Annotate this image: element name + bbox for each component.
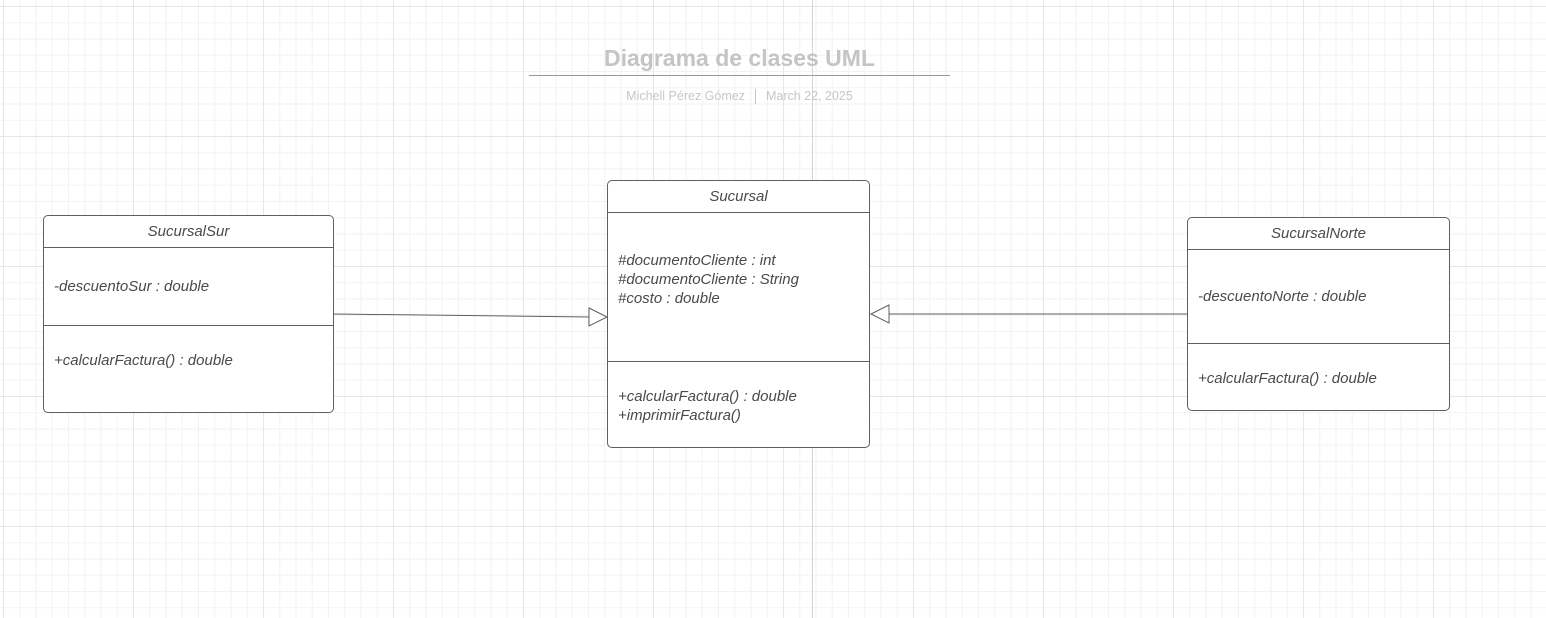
method-row[interactable]: +calcularFactura() : double	[618, 388, 797, 405]
class-attributes[interactable]: #documentoCliente : int #documentoClient…	[608, 213, 869, 362]
inheritance-arrowhead	[869, 304, 890, 324]
method-row[interactable]: +imprimirFactura()	[618, 407, 741, 424]
title-block: Diagrama de clases UML Michell Pérez Góm…	[529, 44, 950, 104]
class-name[interactable]: SucursalSur	[44, 216, 333, 248]
attribute-row[interactable]: #costo : double	[618, 290, 720, 307]
title-underline	[529, 75, 950, 76]
generalization-norte-to-sucursal[interactable]	[869, 304, 1187, 324]
inheritance-arrowhead	[588, 307, 609, 327]
class-sucursal[interactable]: Sucursal #documentoCliente : int #docume…	[607, 180, 870, 448]
generalization-sur-to-sucursal[interactable]	[333, 307, 609, 327]
class-attributes[interactable]: -descuentoNorte : double	[1188, 250, 1449, 344]
method-row[interactable]: +calcularFactura() : double	[54, 352, 233, 369]
attribute-row[interactable]: -descuentoNorte : double	[1198, 288, 1367, 305]
attribute-row[interactable]: #documentoCliente : int	[618, 252, 776, 269]
class-methods[interactable]: +calcularFactura() : double +imprimirFac…	[608, 362, 869, 425]
attribute-row[interactable]: #documentoCliente : String	[618, 271, 799, 288]
meta-separator	[754, 88, 756, 104]
class-methods[interactable]: +calcularFactura() : double	[44, 326, 333, 370]
diagram-date[interactable]: March 22, 2025	[765, 89, 853, 103]
author-name[interactable]: Michell Pérez Gómez	[626, 89, 745, 103]
diagram-meta: Michell Pérez Gómez March 22, 2025	[529, 88, 950, 104]
method-row[interactable]: +calcularFactura() : double	[1198, 370, 1377, 387]
class-name[interactable]: Sucursal	[608, 181, 869, 213]
attribute-row[interactable]: -descuentoSur : double	[54, 278, 210, 295]
class-name[interactable]: SucursalNorte	[1188, 218, 1449, 250]
edge-sur-line[interactable]	[333, 313, 590, 318]
class-methods[interactable]: +calcularFactura() : double	[1188, 344, 1449, 388]
class-sucursal-norte[interactable]: SucursalNorte -descuentoNorte : double +…	[1187, 217, 1450, 411]
diagram-title[interactable]: Diagrama de clases UML	[603, 45, 875, 71]
class-attributes[interactable]: -descuentoSur : double	[44, 248, 333, 326]
class-sucursal-sur[interactable]: SucursalSur -descuentoSur : double +calc…	[43, 215, 334, 413]
